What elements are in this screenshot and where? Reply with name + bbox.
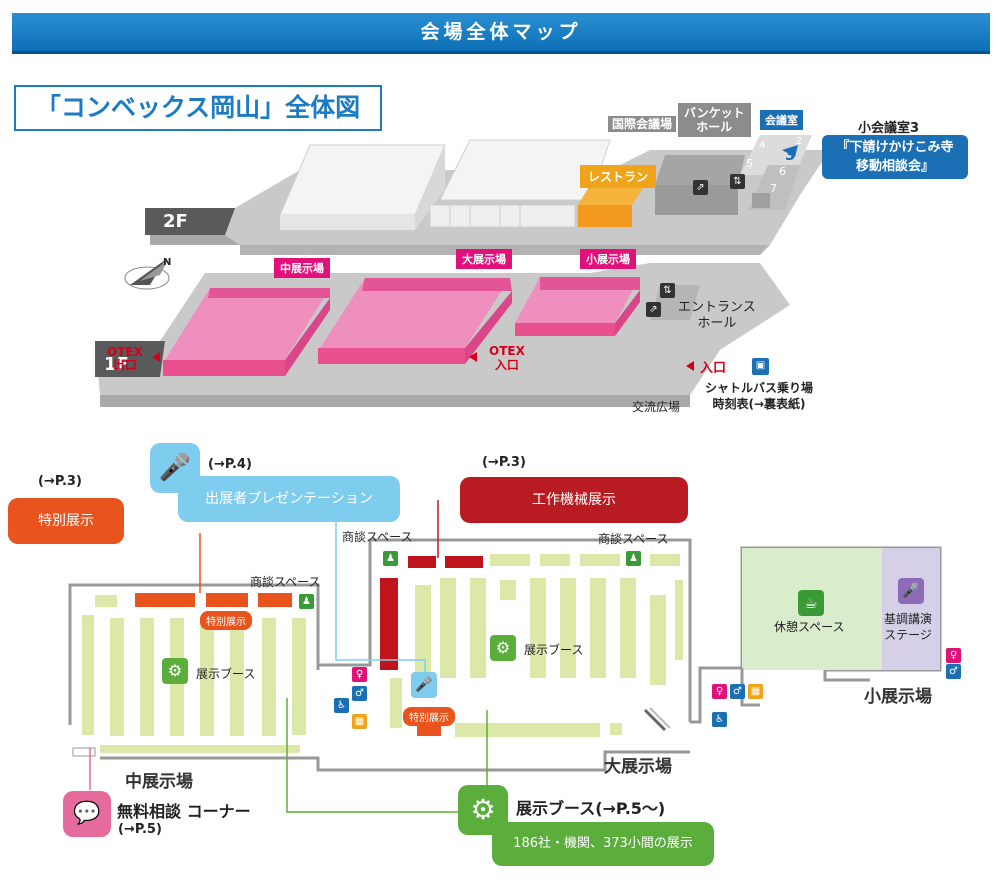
mid-hall-name: 中展示場 — [125, 772, 193, 792]
special-exhibit-tag-mid: 特別展示 — [200, 611, 252, 630]
floor-1f-label-bg — [95, 341, 165, 377]
room-badge-3: 3 — [785, 146, 796, 164]
ref-special: (→P.3) — [38, 474, 82, 489]
mid-hall-booths — [82, 595, 306, 753]
booth-gear-icon: ⚙ — [458, 785, 508, 835]
machine-exhibit-callout: 工作機械展示 — [460, 477, 688, 523]
entrance-label: 入口 — [700, 361, 727, 376]
keynote-stage-label: 基調講演 ステージ — [884, 612, 933, 642]
speech-bubble-icon: 💬 — [63, 791, 111, 837]
accessible-restroom-icon-2: ♿ — [712, 712, 727, 727]
banquet-block — [655, 155, 745, 185]
male-restroom-icon-3: ♂ — [946, 664, 961, 679]
booth-label-big: 展示ブース — [524, 643, 584, 657]
restaurant-label: レストラン — [580, 165, 657, 188]
talk-space-icon-big-right: ♟ — [626, 551, 641, 566]
ref-presentation: (→P.4) — [208, 457, 252, 472]
gear-icon-big: ⚙ — [490, 635, 516, 661]
big-hall-block — [320, 278, 510, 348]
female-restroom-icon: ♀ — [352, 667, 367, 682]
male-restroom-icon-2: ♂ — [730, 684, 745, 699]
free-consult-ref: (→P.5) — [118, 822, 162, 837]
bus-icon: ▣ — [752, 358, 769, 375]
mid-hall-block — [165, 288, 330, 360]
free-consult-label: 無料相談 コーナー — [117, 802, 251, 821]
small-hall-name: 小展示場 — [864, 687, 932, 707]
floor-2f-label: 2F — [163, 211, 188, 232]
accessible-restroom-icon: ♿ — [334, 698, 349, 713]
banquet-hall-label: バンケット ホール — [678, 103, 751, 137]
otex-exit-label: OTEX 出口 — [107, 345, 143, 372]
consult-event-callout: 『下請けかけこみ寺 移動相談会』 — [822, 135, 968, 179]
talk-space-big-left: 商談スペース — [342, 530, 413, 544]
international-hall-label: 国際会議場 — [608, 116, 677, 132]
male-restroom-icon: ♂ — [352, 686, 367, 701]
booth-label-mid: 展示ブース — [196, 667, 256, 681]
big-hall-booths — [390, 554, 683, 737]
keynote-mic-icon: 🎤 — [898, 578, 924, 604]
big-hall-name: 大展示場 — [604, 757, 672, 777]
special-exhibit-tag-big: 特別展示 — [403, 707, 455, 726]
svg-text:N: N — [163, 257, 171, 268]
room-number-5: 5 — [746, 157, 753, 170]
rest-space-label: 休憩スペース — [774, 620, 845, 634]
exhibit-floor-plan — [68, 500, 942, 813]
venue-overview-map: N — [95, 135, 830, 407]
small-hall-tag: 小展示場 — [580, 249, 636, 269]
elevator-icon-1f: ⇅ — [660, 283, 675, 298]
meeting-room-label: 会議室 — [760, 110, 803, 130]
mid-hall-tag: 中展示場 — [274, 258, 330, 278]
elevator-icon: ⇅ — [730, 174, 745, 189]
restaurant-block — [578, 185, 645, 205]
plaza-label: 交流広場 — [632, 400, 681, 414]
room-number-4: 4 — [759, 140, 766, 151]
nursing-room-icon-2: ▦ — [748, 684, 763, 699]
big-hall-tag: 大展示場 — [456, 249, 512, 269]
talk-space-icon-mid: ♟ — [299, 594, 314, 609]
ref-machine: (→P.3) — [482, 455, 526, 470]
room-number-7: 7 — [770, 182, 777, 195]
booth-callout-title: 展示ブース(→P.5〜) — [516, 799, 666, 818]
gear-icon-mid: ⚙ — [162, 658, 188, 684]
female-restroom-icon-2: ♀ — [712, 684, 727, 699]
talk-space-big-right: 商談スペース — [598, 532, 669, 546]
escalator-icon: ⇗ — [693, 180, 708, 195]
keynote-stage-area — [882, 548, 940, 670]
entrance-hall-label: エントランス ホール — [678, 300, 756, 331]
rest-space-icon: ☕ — [798, 590, 824, 616]
otex-entrance-label: OTEX 入口 — [489, 344, 525, 372]
map-title: 「コンベックス岡山」全体図 — [14, 85, 382, 131]
small-meeting-room-label: 小会議室3 — [858, 121, 920, 136]
presentation-mic-icon: 🎤 — [411, 672, 437, 698]
room-number-2: 2 — [796, 136, 803, 147]
presentation-callout: 出展者プレゼンテーション — [178, 476, 400, 522]
escalator-icon-1f: ⇗ — [646, 302, 661, 317]
machine-exhibit-blocks — [380, 556, 483, 670]
booth-detail-callout: 186社・機関、373小間の展示 — [492, 822, 714, 866]
floor-1f-label: 1F — [104, 354, 129, 375]
special-exhibit-callout: 特別展示 — [8, 498, 124, 544]
female-restroom-icon-3: ♀ — [946, 648, 961, 663]
shuttle-bus-label: シャトルバス乗り場 時刻表(→裏表紙) — [705, 381, 814, 411]
nursing-room-icon: ▦ — [352, 714, 367, 729]
talk-space-icon-big-left: ♟ — [383, 551, 398, 566]
page-header: 会場全体マップ — [12, 13, 990, 54]
talk-space-mid: 商談スペース — [250, 575, 321, 589]
room-number-6: 6 — [779, 165, 786, 178]
